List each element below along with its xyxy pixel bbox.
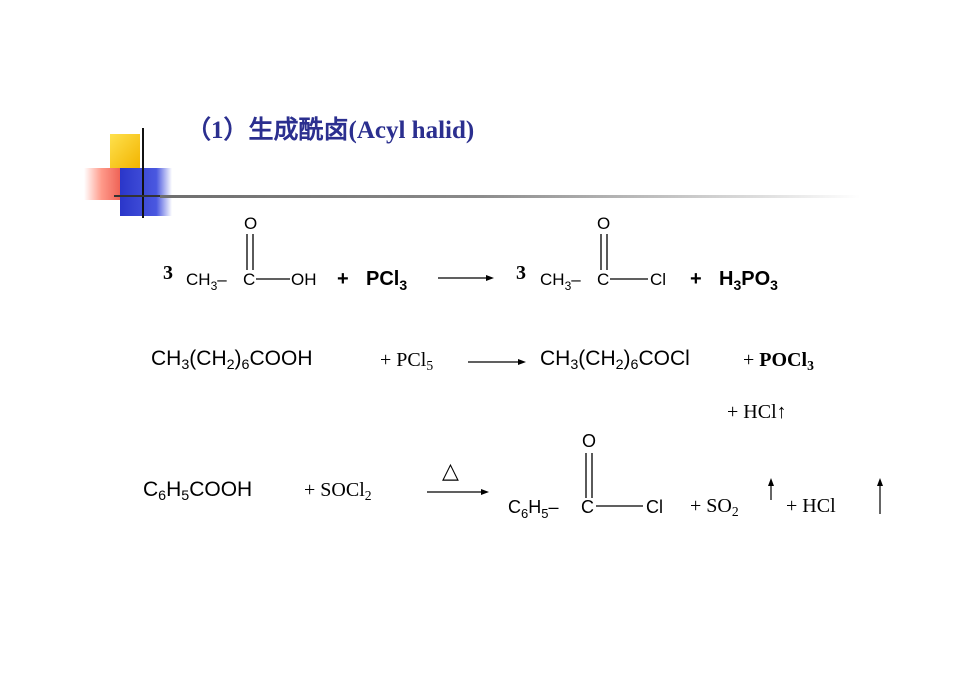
equation-2-product: CH3(CH2)6COCl — [540, 347, 690, 373]
eq2-reactant-part-b: (CH — [189, 347, 227, 370]
eq1-byproduct-h3po3: H3PO3 — [719, 268, 778, 293]
eq3-plus-3: + — [786, 495, 798, 517]
eq3-reactant-sub-2: 5 — [181, 487, 190, 504]
eq2-reactant-part-d: COOH — [249, 347, 313, 370]
eq2-product-part-b: (CH — [578, 347, 616, 370]
equation-2-reactant: CH3(CH2)6COOH — [151, 347, 313, 373]
eq3-product-graphic: C6H5– C O Cl — [508, 431, 663, 521]
eq2-product-part-d: COCl — [638, 347, 690, 370]
eq2-arrow-graphic — [468, 359, 526, 365]
eq2-reactant-sub-3: 6 — [241, 356, 250, 373]
eq2-product-sub-3: 6 — [630, 356, 639, 373]
eq1-plus-1: + — [337, 268, 349, 290]
eq1-reaction-arrowhead — [486, 275, 494, 281]
equation-3-byproduct-2: + HCl — [786, 495, 836, 518]
eq3-product-c6h5: C6H5– — [508, 497, 558, 521]
eq1-reactant-ch: CH3– — [186, 270, 227, 293]
eq1-reagent-pcl3: PCl3 — [366, 268, 407, 293]
eq1-coefficient-1: 3 — [163, 262, 173, 284]
eq1-reactant-oxygen: O — [244, 214, 257, 233]
eq2-product-part-a: CH — [540, 347, 571, 370]
eq3-product-carbon: C — [581, 497, 594, 517]
eq2-byproduct-sub: 3 — [807, 357, 814, 373]
eq2-product-part-c: ) — [623, 347, 631, 370]
heat-icon: △ — [442, 458, 459, 483]
eq3-reactant-part-a: C — [143, 478, 159, 501]
eq1-reactant-oh: OH — [291, 270, 317, 289]
eq2-reactant-part-c: ) — [234, 347, 242, 370]
decorative-squares-graphic — [84, 128, 194, 218]
yellow-square — [110, 134, 140, 168]
eq1-product-oxygen: O — [597, 214, 610, 233]
eq2-plus-2: + — [743, 349, 755, 371]
eq2-product-sub-2: 2 — [615, 356, 624, 373]
gas-arrows — [760, 478, 890, 518]
so2-gas-arrowhead-icon — [768, 478, 774, 486]
eq3-plus-1: + — [304, 479, 316, 501]
gas-arrow-icon: ↑ — [776, 401, 787, 423]
hcl-gas-arrowhead-icon — [877, 478, 883, 486]
decorative-squares — [84, 128, 194, 220]
eq1-reactant-carbon: C — [243, 270, 255, 289]
equation-3-byproducts: + SO2 — [690, 495, 739, 518]
eq3-product-cl: Cl — [646, 497, 663, 517]
eq2-byproduct-hcl: HCl — [743, 401, 777, 423]
eq3-byproduct-hcl: HCl — [802, 495, 836, 517]
equation-2-byproduct-1: + POCl3 — [743, 349, 814, 372]
eq2-reaction-arrow — [468, 355, 528, 373]
eq2-arrowhead — [518, 359, 526, 365]
eq2-product-sub-1: 3 — [570, 356, 579, 373]
eq2-reactant-sub-2: 2 — [226, 356, 235, 373]
eq1-product-ch: CH3– — [540, 270, 581, 293]
eq1-coefficient-2: 3 — [516, 262, 526, 284]
eq3-reagent-sub: 2 — [364, 487, 372, 503]
eq2-reagent-sub: 5 — [426, 357, 434, 373]
eq3-reactant-part-c: COOH — [189, 478, 253, 501]
eq3-byproduct-so2: SO — [706, 495, 732, 517]
blue-square — [120, 168, 172, 216]
eq2-plus-1: + — [380, 349, 392, 371]
eq3-reagent-socl2: SOCl — [320, 479, 365, 501]
equation-3-reactant: C6H5COOH — [143, 478, 253, 504]
eq1-product-cl: Cl — [650, 270, 666, 289]
page-title: （1）生成酰卤(Acyl halid) — [186, 117, 475, 144]
title-underline — [160, 195, 860, 198]
equation-1: 3 CH3– C O OH + PCl3 3 CH3– C O Cl + H3P… — [0, 206, 980, 306]
equation-2-byproduct-2: + HCl↑ — [727, 401, 787, 424]
equation-2-reagent: + PCl5 — [380, 349, 433, 372]
eq3-byproduct-sub: 2 — [731, 503, 739, 519]
eq1-plus-2: + — [690, 268, 702, 290]
eq3-product-oxygen: O — [582, 431, 596, 451]
eq2-plus-3: + — [727, 401, 739, 423]
equation-1-graphic: 3 CH3– C O OH + PCl3 3 CH3– C O Cl + H3P… — [163, 214, 778, 293]
eq2-reactant-sub-1: 3 — [181, 356, 190, 373]
equation-3-reagent: + SOCl2 — [304, 479, 372, 502]
eq2-byproduct-pocl3: POCl — [759, 349, 808, 371]
eq1-product-carbon: C — [597, 270, 609, 289]
eq3-arrow-graphic — [427, 489, 489, 495]
eq3-reactant-part-b: H — [166, 478, 182, 501]
eq2-reagent-pcl5: PCl — [396, 349, 427, 371]
eq3-plus-2: + — [690, 495, 702, 517]
gas-arrows-graphic — [768, 478, 883, 514]
eq3-product-structure: C6H5– C O Cl — [500, 425, 700, 525]
eq2-reactant-part-a: CH — [151, 347, 182, 370]
eq3-reactant-sub-1: 6 — [158, 487, 167, 504]
eq3-reaction-arrow — [427, 485, 491, 503]
eq3-arrowhead — [481, 489, 489, 495]
